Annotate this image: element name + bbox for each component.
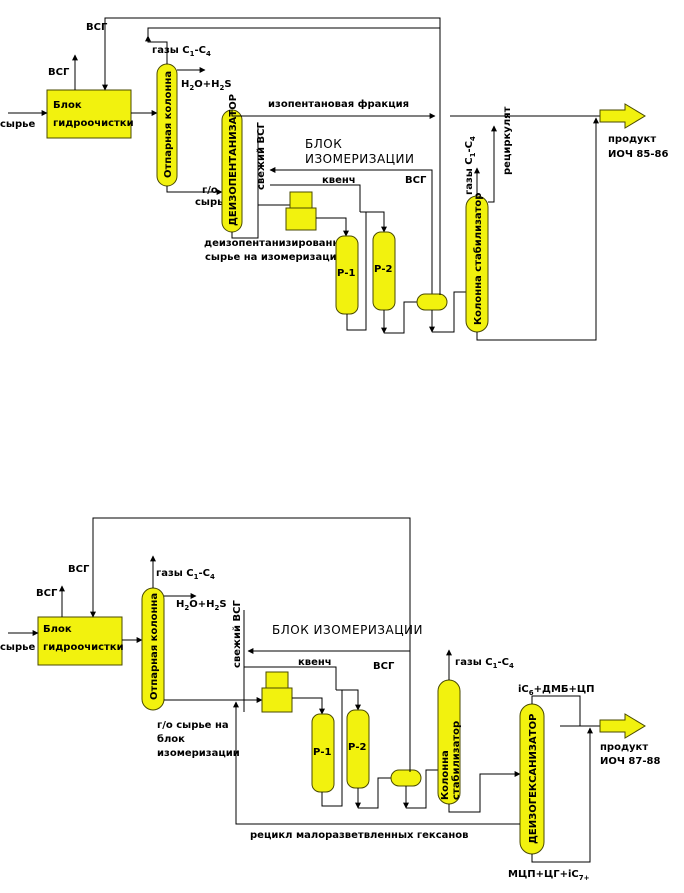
bottom-product-label: продукт [600, 742, 648, 753]
bottom-stab-to-dih [448, 771, 521, 813]
top-product-arrow [599, 103, 646, 129]
top-heater-to-r1 [316, 217, 349, 237]
bottom-heater-body [261, 687, 293, 713]
bottom-separator-to-stab [406, 769, 439, 809]
bottom-diagram: Блок гидроочистки сырье ВСГ ВСГ Отпарная… [0, 517, 660, 882]
top-isopentane-label: изопентановая фракция [268, 98, 409, 110]
top-feed-label: сырье [0, 119, 35, 130]
top-hydro-label-2: гидроочистки [53, 118, 134, 129]
top-r1-to-r2 [346, 212, 367, 331]
top-vsg-recycle-line [102, 17, 441, 91]
bottom-heater-top [265, 671, 289, 689]
bottom-r1-label: Р-1 [313, 747, 331, 758]
top-gases-label: газы С1-С4 [152, 45, 211, 58]
top-vsg-left-label: ВСГ [48, 67, 70, 78]
bottom-r2-to-separator [358, 777, 392, 809]
bottom-vsg-left-label: ВСГ [36, 588, 58, 599]
top-go-feed-2: сырье [195, 197, 230, 208]
top-deisopentanizer-label: ДЕИЗОПЕНТАНИЗАТОР [228, 94, 239, 226]
top-diagram: Блок гидроочистки сырье ВСГ ВСГ Отпарная… [0, 17, 668, 341]
top-hydrotreating-block [46, 89, 132, 139]
top-deiso-bottom-line [231, 204, 300, 239]
top-isopentane-line [231, 110, 436, 119]
top-stripper-bottom-line [166, 186, 223, 195]
bottom-separator [390, 769, 422, 787]
bottom-r2-label: Р-2 [348, 742, 366, 753]
bottom-quench-line [244, 666, 337, 690]
bottom-hexane-recycle-line [233, 701, 520, 825]
bottom-vsg-top-label: ВСГ [68, 564, 90, 575]
top-stabilizer-label: Колонна стабилизатор [472, 193, 484, 325]
bottom-deisohexanizer-label: ДЕИЗОГЕКСАНИЗАТОР [528, 714, 539, 844]
bottom-dih-top-line [531, 695, 581, 726]
bottom-dih-bottom-line [531, 727, 593, 863]
top-vsg-return-line [269, 167, 433, 295]
top-go-feed-1: г/о [202, 185, 218, 196]
top-deiso-feed-1: деизопентанизированное [204, 238, 353, 249]
top-separator [416, 293, 448, 311]
bottom-go-feed-2: блок [157, 733, 185, 745]
bottom-hydrotreating-block [37, 616, 123, 666]
top-heater-body [285, 207, 317, 231]
bottom-go-feed-3: изомеризации [157, 748, 240, 759]
bottom-heater-to-r1 [292, 697, 325, 715]
top-iso-block-1: БЛОК [305, 137, 342, 151]
top-stab-gases-label: газы С1-С4 [464, 136, 477, 195]
bottom-quench-r2 [336, 689, 361, 711]
bottom-stab-gases-label: газы С1-С4 [455, 657, 514, 670]
bottom-fresh-vsg-label: свежий ВСГ [232, 600, 243, 668]
top-r2-to-separator [384, 301, 418, 334]
bottom-stabilizer-label-1: Колонна [440, 750, 451, 800]
bottom-feed-label: сырье [0, 642, 35, 653]
top-hydro-label-1: Блок [53, 100, 82, 111]
top-deiso-feed-2: сырье на изомеризацию [205, 252, 347, 263]
top-r1-label: Р-1 [337, 268, 355, 279]
bottom-iso-block-label: БЛОК ИЗОМЕРИЗАЦИИ [272, 623, 423, 637]
bottom-octane-label: ИОЧ 87-88 [600, 756, 660, 767]
bottom-go-feed-1: г/о сырье на [157, 720, 229, 731]
bottom-hydro-label-1: Блок [43, 624, 72, 635]
top-quench-label: квенч [322, 175, 356, 186]
bottom-recycle-label: рецикл малоразветвленных гексанов [250, 830, 469, 841]
top-r2-label: Р-2 [374, 264, 392, 275]
top-quench-line [270, 184, 361, 212]
bottom-bottom-product-label: МЦП+ЦГ+iC7+ [508, 869, 590, 882]
top-water-label: Н2О+Н2S [181, 79, 232, 92]
top-stripper-gas-line [147, 27, 440, 64]
bottom-r1-to-r2 [321, 690, 343, 807]
bottom-reactor-r1 [311, 713, 335, 793]
bottom-hydro-label-2: гидроочистки [43, 642, 124, 653]
bottom-water-label: Н2О+Н2S [176, 599, 227, 612]
top-fresh-vsg-label: свежий ВСГ [256, 122, 267, 190]
top-vsg-mid-label: ВСГ [405, 175, 427, 186]
bottom-top-product-label: iC6+ДМБ+ЦП [518, 684, 595, 697]
bottom-vsg-recycle-line [90, 517, 411, 618]
top-stab-bottom-line [476, 117, 599, 341]
top-stripper-label: Отпарная колонна [163, 71, 174, 178]
bottom-quench-label: квенч [298, 657, 332, 668]
top-vsg-top-label: ВСГ [86, 22, 108, 33]
top-recycle-label: рециркулят [502, 106, 513, 175]
bottom-gases-label: газы С1-С4 [156, 568, 215, 581]
top-quench-r2 [360, 211, 387, 233]
bottom-vsg-mid-label: ВСГ [373, 661, 395, 672]
top-separator-to-stab [432, 291, 467, 333]
top-heater-top [289, 191, 313, 209]
bottom-product-arrow [599, 713, 646, 739]
top-product-label: продукт [608, 134, 656, 145]
top-recycle-line [488, 125, 497, 203]
top-iso-block-2: ИЗОМЕРИЗАЦИИ [305, 152, 414, 166]
bottom-stripper-label: Отпарная колонна [149, 593, 160, 700]
top-octane-label: ИОЧ 85-86 [608, 149, 668, 160]
bottom-stabilizer-label-2: стабилизатор [450, 721, 462, 800]
